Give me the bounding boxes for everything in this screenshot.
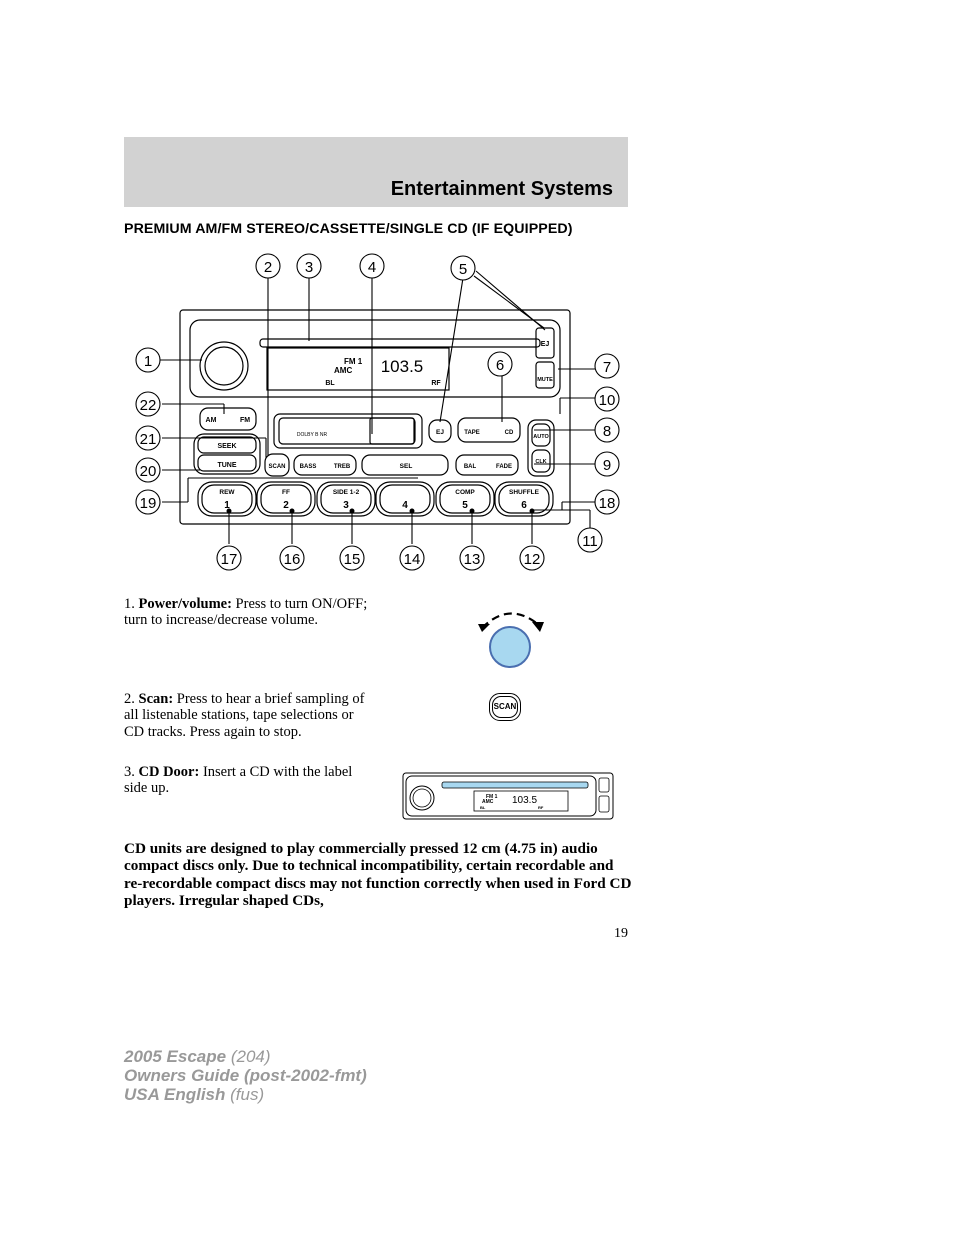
callout-2: 2 <box>264 259 272 276</box>
callout-15: 15 <box>344 551 361 568</box>
svg-text:FM 1: FM 1 <box>344 357 363 366</box>
cd-slot <box>259 338 541 348</box>
callout-5: 5 <box>459 261 467 278</box>
callout-numbers: 1 2 3 4 5 6 7 8 9 10 11 12 13 14 15 16 1… <box>140 259 616 568</box>
svg-text:BL: BL <box>480 805 486 810</box>
svg-text:COMP: COMP <box>455 489 475 496</box>
header-band <box>124 137 628 207</box>
svg-text:SCAN: SCAN <box>268 464 285 470</box>
svg-text:AMC: AMC <box>334 366 352 375</box>
radio-diagram: 1 2 3 4 5 6 7 8 9 10 11 12 13 14 15 16 1… <box>135 253 620 571</box>
svg-text:AM: AM <box>206 417 217 424</box>
radio-labels: EJ MUTE AM FM SEEK TUNE SCAN BASS TREB S… <box>206 341 554 470</box>
volume-knob-icon <box>478 612 544 668</box>
footer: 2005 Escape (204) Owners Guide (post-200… <box>124 1047 367 1104</box>
radio-display-panel <box>189 319 561 398</box>
am-fm-button <box>199 407 257 431</box>
radio-outer-panel <box>179 309 571 525</box>
preset-dots <box>226 508 535 514</box>
bass-treb-button <box>293 454 357 476</box>
svg-text:CD: CD <box>505 430 514 436</box>
svg-text:RF: RF <box>538 805 544 810</box>
svg-text:TAPE: TAPE <box>464 430 480 436</box>
svg-text:EJ: EJ <box>436 429 444 436</box>
svg-text:AMC: AMC <box>482 799 494 805</box>
callout-22: 22 <box>140 397 157 414</box>
svg-text:TREB: TREB <box>334 464 351 470</box>
item-cd-door: 3. CD Door: Insert a CD with the label s… <box>124 764 353 797</box>
svg-text:BASS: BASS <box>300 464 317 470</box>
svg-text:SEL: SEL <box>400 463 413 470</box>
callout-3: 3 <box>305 259 313 276</box>
callout-8: 8 <box>603 423 611 440</box>
svg-text:BAL: BAL <box>464 464 477 470</box>
svg-text:4: 4 <box>402 500 408 511</box>
callout-20: 20 <box>140 463 157 480</box>
cd-door-illustration: FM 1 AMC 103.5 BL RF <box>402 772 614 820</box>
svg-text:TUNE: TUNE <box>217 462 236 469</box>
svg-text:REW: REW <box>219 489 235 496</box>
preset-buttons <box>197 481 554 517</box>
page-number: 19 <box>614 926 628 941</box>
item-power-volume: 1. Power/volume: Press to turn ON/OFF; t… <box>124 596 368 629</box>
callout-10: 10 <box>599 392 616 409</box>
leader-lines <box>160 270 596 544</box>
svg-text:1: 1 <box>224 500 230 511</box>
svg-text:MUTE: MUTE <box>537 377 553 383</box>
svg-text:SIDE 1-2: SIDE 1-2 <box>333 489 360 496</box>
callout-19: 19 <box>140 495 157 512</box>
svg-text:SEEK: SEEK <box>217 443 236 450</box>
callout-17: 17 <box>221 551 238 568</box>
svg-text:RF: RF <box>431 380 441 387</box>
ej-button-top <box>535 327 555 359</box>
callout-7: 7 <box>603 359 611 376</box>
callout-4: 4 <box>368 259 376 276</box>
svg-text:FM 1: FM 1 <box>486 794 498 800</box>
scan-button <box>264 453 290 477</box>
callout-11: 11 <box>582 533 598 550</box>
callout-6: 6 <box>496 357 504 374</box>
svg-text:FF: FF <box>282 489 290 496</box>
scan-icon: SCAN <box>489 693 521 721</box>
svg-text:CLK: CLK <box>535 459 546 465</box>
svg-text:AUTO: AUTO <box>533 434 549 440</box>
sel-button <box>361 454 449 476</box>
svg-text:3: 3 <box>343 500 349 511</box>
callout-circles <box>135 253 620 571</box>
cd-warning-text: CD units are designed to play commercial… <box>124 840 632 909</box>
svg-text:BL: BL <box>325 380 335 387</box>
callout-9: 9 <box>603 457 611 474</box>
callout-1: 1 <box>144 353 152 370</box>
svg-text:FADE: FADE <box>496 464 512 470</box>
auto-button <box>531 423 551 447</box>
tape-cd-button <box>457 417 521 443</box>
tape-door <box>273 413 423 449</box>
svg-text:DOLBY B NR: DOLBY B NR <box>297 432 328 438</box>
bal-fade-button <box>455 454 519 476</box>
clk-button <box>531 449 551 473</box>
svg-text:FM: FM <box>240 417 250 424</box>
seek-button <box>197 436 257 454</box>
svg-text:103.5: 103.5 <box>512 795 537 806</box>
svg-text:2: 2 <box>283 500 289 511</box>
svg-text:EJ: EJ <box>541 341 550 348</box>
power-volume-knob <box>199 341 249 391</box>
callout-16: 16 <box>284 551 301 568</box>
svg-text:6: 6 <box>521 500 527 511</box>
callout-12: 12 <box>524 551 541 568</box>
callout-21: 21 <box>140 431 157 448</box>
item-scan: 2. Scan: Press to hear a brief sampling … <box>124 691 365 740</box>
callout-18: 18 <box>599 495 616 512</box>
tune-button <box>197 454 257 472</box>
page-title: Entertainment Systems <box>390 178 613 200</box>
callout-13: 13 <box>464 551 481 568</box>
callout-14: 14 <box>404 551 421 568</box>
svg-text:SHUFFLE: SHUFFLE <box>509 489 540 496</box>
scan-icon-label: SCAN <box>492 696 518 718</box>
mute-button <box>535 361 555 389</box>
preset-labels: REW 1 FF 2 SIDE 1-2 3 4 COMP 5 SHUFFLE 6 <box>219 489 539 511</box>
section-title: PREMIUM AM/FM STEREO/CASSETTE/SINGLE CD … <box>124 221 573 237</box>
svg-text:5: 5 <box>462 500 468 511</box>
svg-text:103.5: 103.5 <box>381 357 424 376</box>
